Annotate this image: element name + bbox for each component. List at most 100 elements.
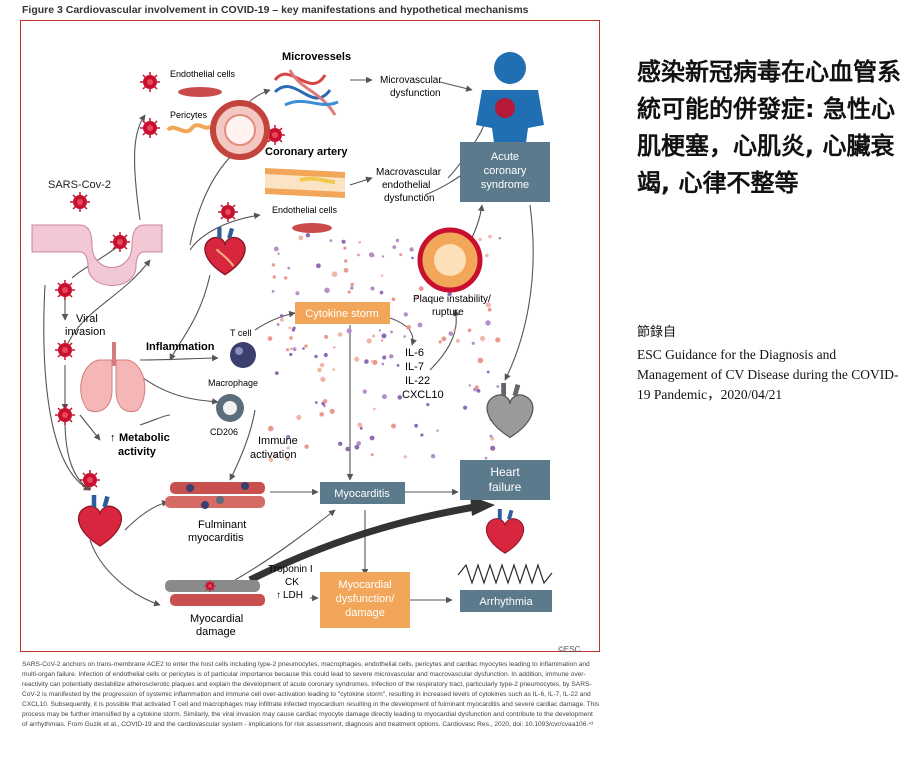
cytokine-dot [277,252,280,255]
cytokine-dot [338,441,343,446]
cytokine-dot [370,360,374,363]
cytokine-dot [380,274,384,277]
cytokine-dot [453,328,456,332]
cytokine-dot [285,456,290,461]
virus-icon [217,201,239,223]
cytokine-dot [271,263,276,267]
cytokine-dot [406,325,412,330]
infected-heart-icon-2 [77,495,123,547]
cytokine-dot [463,405,468,410]
big-arrow [248,502,481,584]
virus-icon [69,191,91,213]
cytokine-dot [324,334,329,339]
cytokine-dot [332,368,335,371]
cytokine-dot [337,332,343,337]
cytokine-dot [345,446,351,452]
cytokine-dot [347,290,351,294]
cytokine-dot [441,336,447,342]
cytokine-dot [329,408,335,414]
cytokine-dot [467,328,472,333]
cytokine-dot [273,453,277,458]
virus-icon [54,404,76,426]
source-label: 節錄自 [637,325,677,340]
cytokine-dot [279,314,284,318]
virus-icon [139,71,161,93]
cytokine-dot [292,347,297,352]
cytokine-dot [378,329,382,332]
pericyte-icon [166,123,212,134]
cytokine-dot [485,302,491,308]
cytokine-dot [485,253,489,258]
cytokine-dot [287,266,291,270]
cytokine-dot [354,356,360,362]
t-cell-label: T cell [230,328,251,338]
cytokine-dot [496,385,500,388]
cytokine-dot [295,291,300,296]
cytokine-dot [284,276,288,280]
cytokine-dot [324,287,330,293]
cytokine-dot [498,237,501,240]
cell-membrane [31,224,163,286]
cytokine-dot [403,335,407,338]
sars-label: SARS-Cov-2 [48,179,111,191]
cytokine-dot [403,312,408,317]
cytokine-dot [319,412,325,417]
cytokine-dot [296,414,302,420]
cytokine-dot [379,290,384,295]
figure-title: Figure 3 Cardiovascular involvement in C… [22,4,529,16]
cytokine-dot [495,337,501,343]
cytokine-dot [391,297,396,302]
cytokine-dot [490,445,496,451]
cytokine-dot [304,444,309,449]
cytokine-dot [389,354,394,359]
cytokine-dot [290,347,293,350]
cytokine-dot [381,333,387,339]
microvessels-label: Microvessels [282,51,351,63]
cytokine-dot [288,326,292,330]
plaque-label: Plaque instability/rupture [413,294,491,318]
cytokine-dot [390,330,393,334]
virus-icon [139,117,161,139]
cytokine-dot [272,275,276,279]
cytokine-dot [314,401,318,404]
cytokine-dot [380,339,384,342]
cytokine-dot [478,237,482,242]
cytokine-dot [286,436,290,439]
cytokine-dot [276,323,280,326]
human-body-icon [476,52,544,150]
cytokine-dot [373,407,376,411]
cytokine-dot [319,362,325,368]
cytokine-dot [485,320,491,326]
microvessels-icon [273,69,339,116]
cytokine-dot [480,335,486,342]
cytokine-dot [486,370,490,374]
virus-icon [109,231,131,253]
cytokine-dot [430,454,436,459]
virus-icon [79,469,101,491]
arrhythmia-label: Arrhythmia [479,596,533,608]
cytokine-dot [369,435,375,441]
cytokine-dot [418,286,424,291]
cytokine-storm-box [295,302,390,324]
cytokine-dot [414,423,418,428]
source-reference: ESC Guidance for the Diagnosis and Manag… [637,347,899,402]
t-cell-icon [230,342,256,368]
cytokine-dot [346,328,352,334]
cytokine-dot [273,246,279,252]
cytokine-dot [362,389,367,394]
cytokine-dot [415,294,419,299]
cd206-label: CD206 [210,427,238,437]
cytokine-dot [372,334,376,338]
myocardial-dysfunction-box [320,572,410,628]
cytokine-dot [289,336,293,340]
cytokine-dot [438,340,442,344]
infected-heart-icon [205,227,245,275]
cytokine-dot [357,422,363,428]
cytokine-dot [484,456,488,460]
